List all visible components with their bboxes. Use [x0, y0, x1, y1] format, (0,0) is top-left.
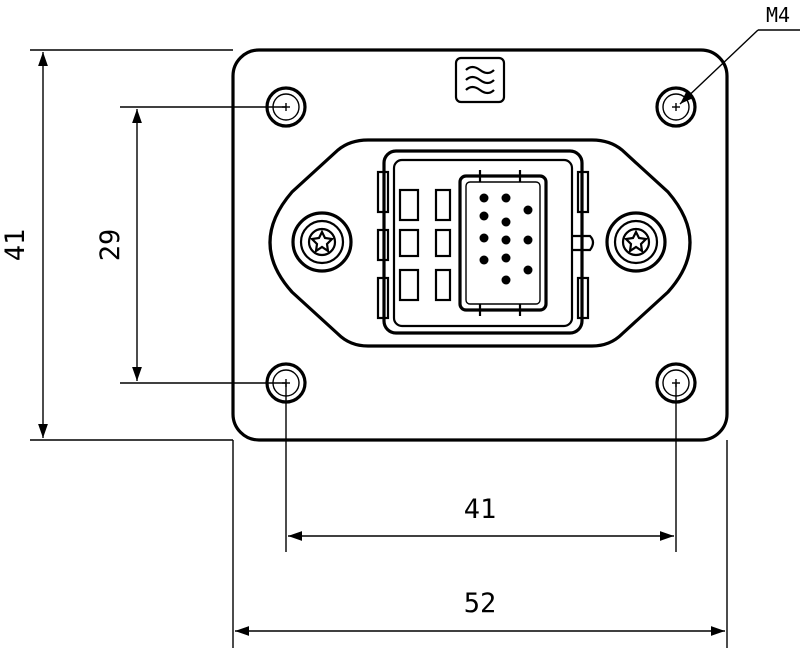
dimension-hole-horizontal: 41	[285, 383, 677, 552]
mounting-hole-top-right-icon	[655, 86, 697, 128]
pin-9	[479, 255, 489, 265]
flange-plate	[231, 48, 729, 442]
dimension-width-overall: 52	[232, 440, 728, 648]
pin-3	[523, 205, 533, 215]
dimension-hole-vertical-label: 29	[95, 229, 126, 262]
dimension-height-overall-label: 41	[0, 229, 31, 262]
dimension-hole-horizontal-label: 41	[464, 494, 497, 525]
pin-1	[479, 193, 489, 203]
thread-callout: M4	[679, 3, 800, 105]
connector-insert	[376, 149, 595, 335]
thread-callout-label: M4	[766, 3, 790, 27]
pin-2	[501, 193, 511, 203]
dimension-width-overall-label: 52	[464, 588, 497, 619]
dimension-height-overall: 41	[0, 49, 233, 441]
locking-screw-left-icon	[291, 211, 353, 273]
pin-8	[523, 235, 533, 245]
contact-pins	[479, 193, 533, 285]
pin-12	[501, 275, 511, 285]
pin-6	[479, 233, 489, 243]
pin-7	[501, 235, 511, 245]
dimension-hole-vertical: 29	[95, 106, 286, 384]
locking-screw-right-icon	[605, 211, 667, 273]
pin-4	[479, 211, 489, 221]
brand-logo-icon	[454, 56, 506, 104]
pin-5	[501, 217, 511, 227]
pin-11	[523, 265, 533, 275]
pin-10	[501, 253, 511, 263]
connector-housing	[268, 138, 692, 348]
